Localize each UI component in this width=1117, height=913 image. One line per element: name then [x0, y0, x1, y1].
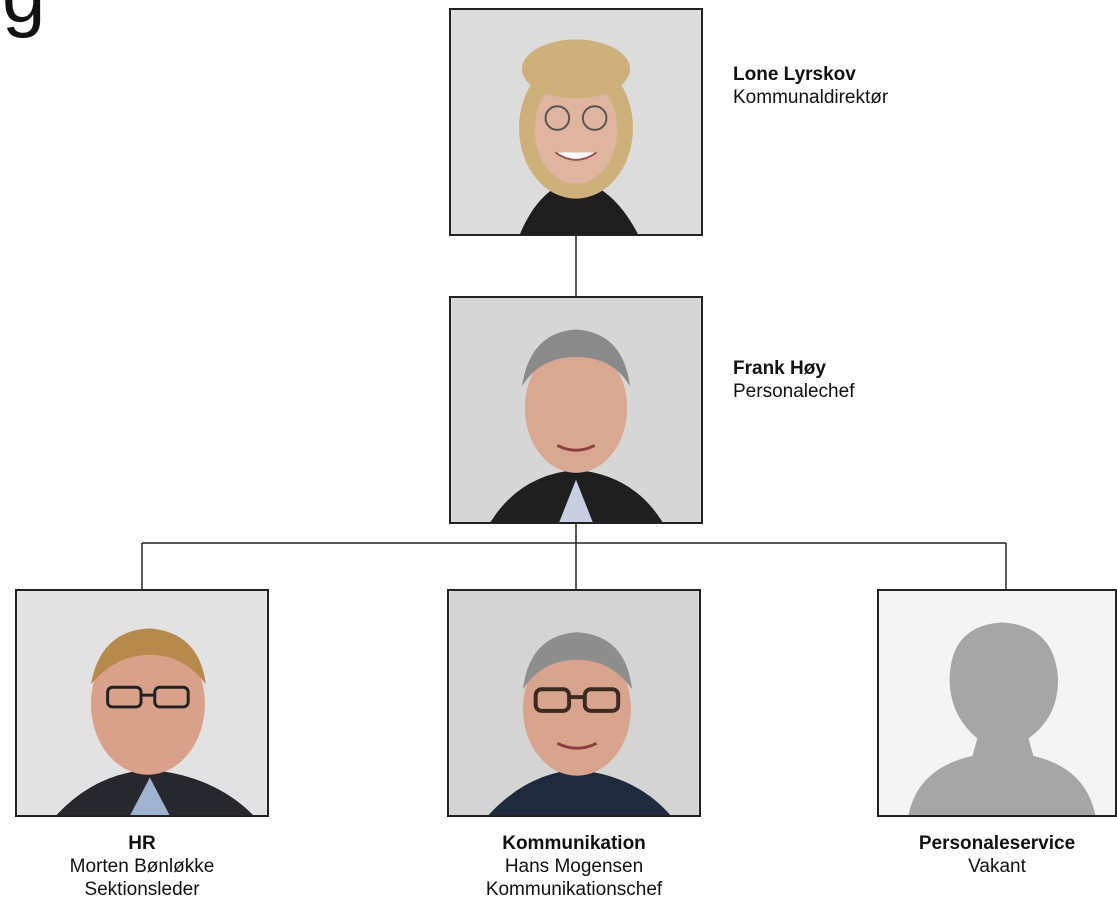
unit-person-hr: Morten Bønløkke	[69, 856, 215, 877]
unit-title-hr: Sektionsleder	[84, 879, 200, 900]
page-title-fragment: g	[2, 0, 45, 34]
unit-name-kommunikation: Kommunikation	[502, 833, 646, 854]
unit-caption-personaleservice: Personaleservice Vakant	[877, 832, 1117, 878]
director-title: Kommunaldirektør	[733, 87, 889, 108]
unit-name-personaleservice: Personaleservice	[918, 833, 1076, 854]
director-caption: Lone Lyrskov Kommunaldirektør	[733, 63, 1033, 109]
person-photo-icon	[451, 10, 701, 234]
person-photo-icon	[17, 591, 267, 815]
unit-caption-kommunikation: Kommunikation Hans Mogensen Kommunikatio…	[447, 832, 701, 901]
unit-title-kommunikation: Kommunikationschef	[485, 879, 663, 900]
unit-photo-kommunikation	[447, 589, 701, 817]
manager-caption: Frank Høy Personalechef	[733, 357, 1033, 403]
unit-person-personaleservice: Vakant	[968, 856, 1026, 877]
director-photo	[449, 8, 703, 236]
unit-photo-personaleservice	[877, 589, 1117, 817]
director-name: Lone Lyrskov	[733, 64, 856, 85]
unit-name-hr: HR	[128, 833, 156, 854]
placeholder-silhouette-icon	[879, 591, 1115, 815]
unit-photo-hr	[15, 589, 269, 817]
unit-caption-hr: HR Morten Bønløkke Sektionsleder	[15, 832, 269, 901]
manager-name: Frank Høy	[733, 358, 826, 379]
manager-title: Personalechef	[733, 381, 855, 402]
unit-person-kommunikation: Hans Mogensen	[504, 856, 644, 877]
manager-photo	[449, 296, 703, 524]
person-photo-icon	[451, 298, 701, 522]
person-photo-icon	[449, 591, 699, 815]
